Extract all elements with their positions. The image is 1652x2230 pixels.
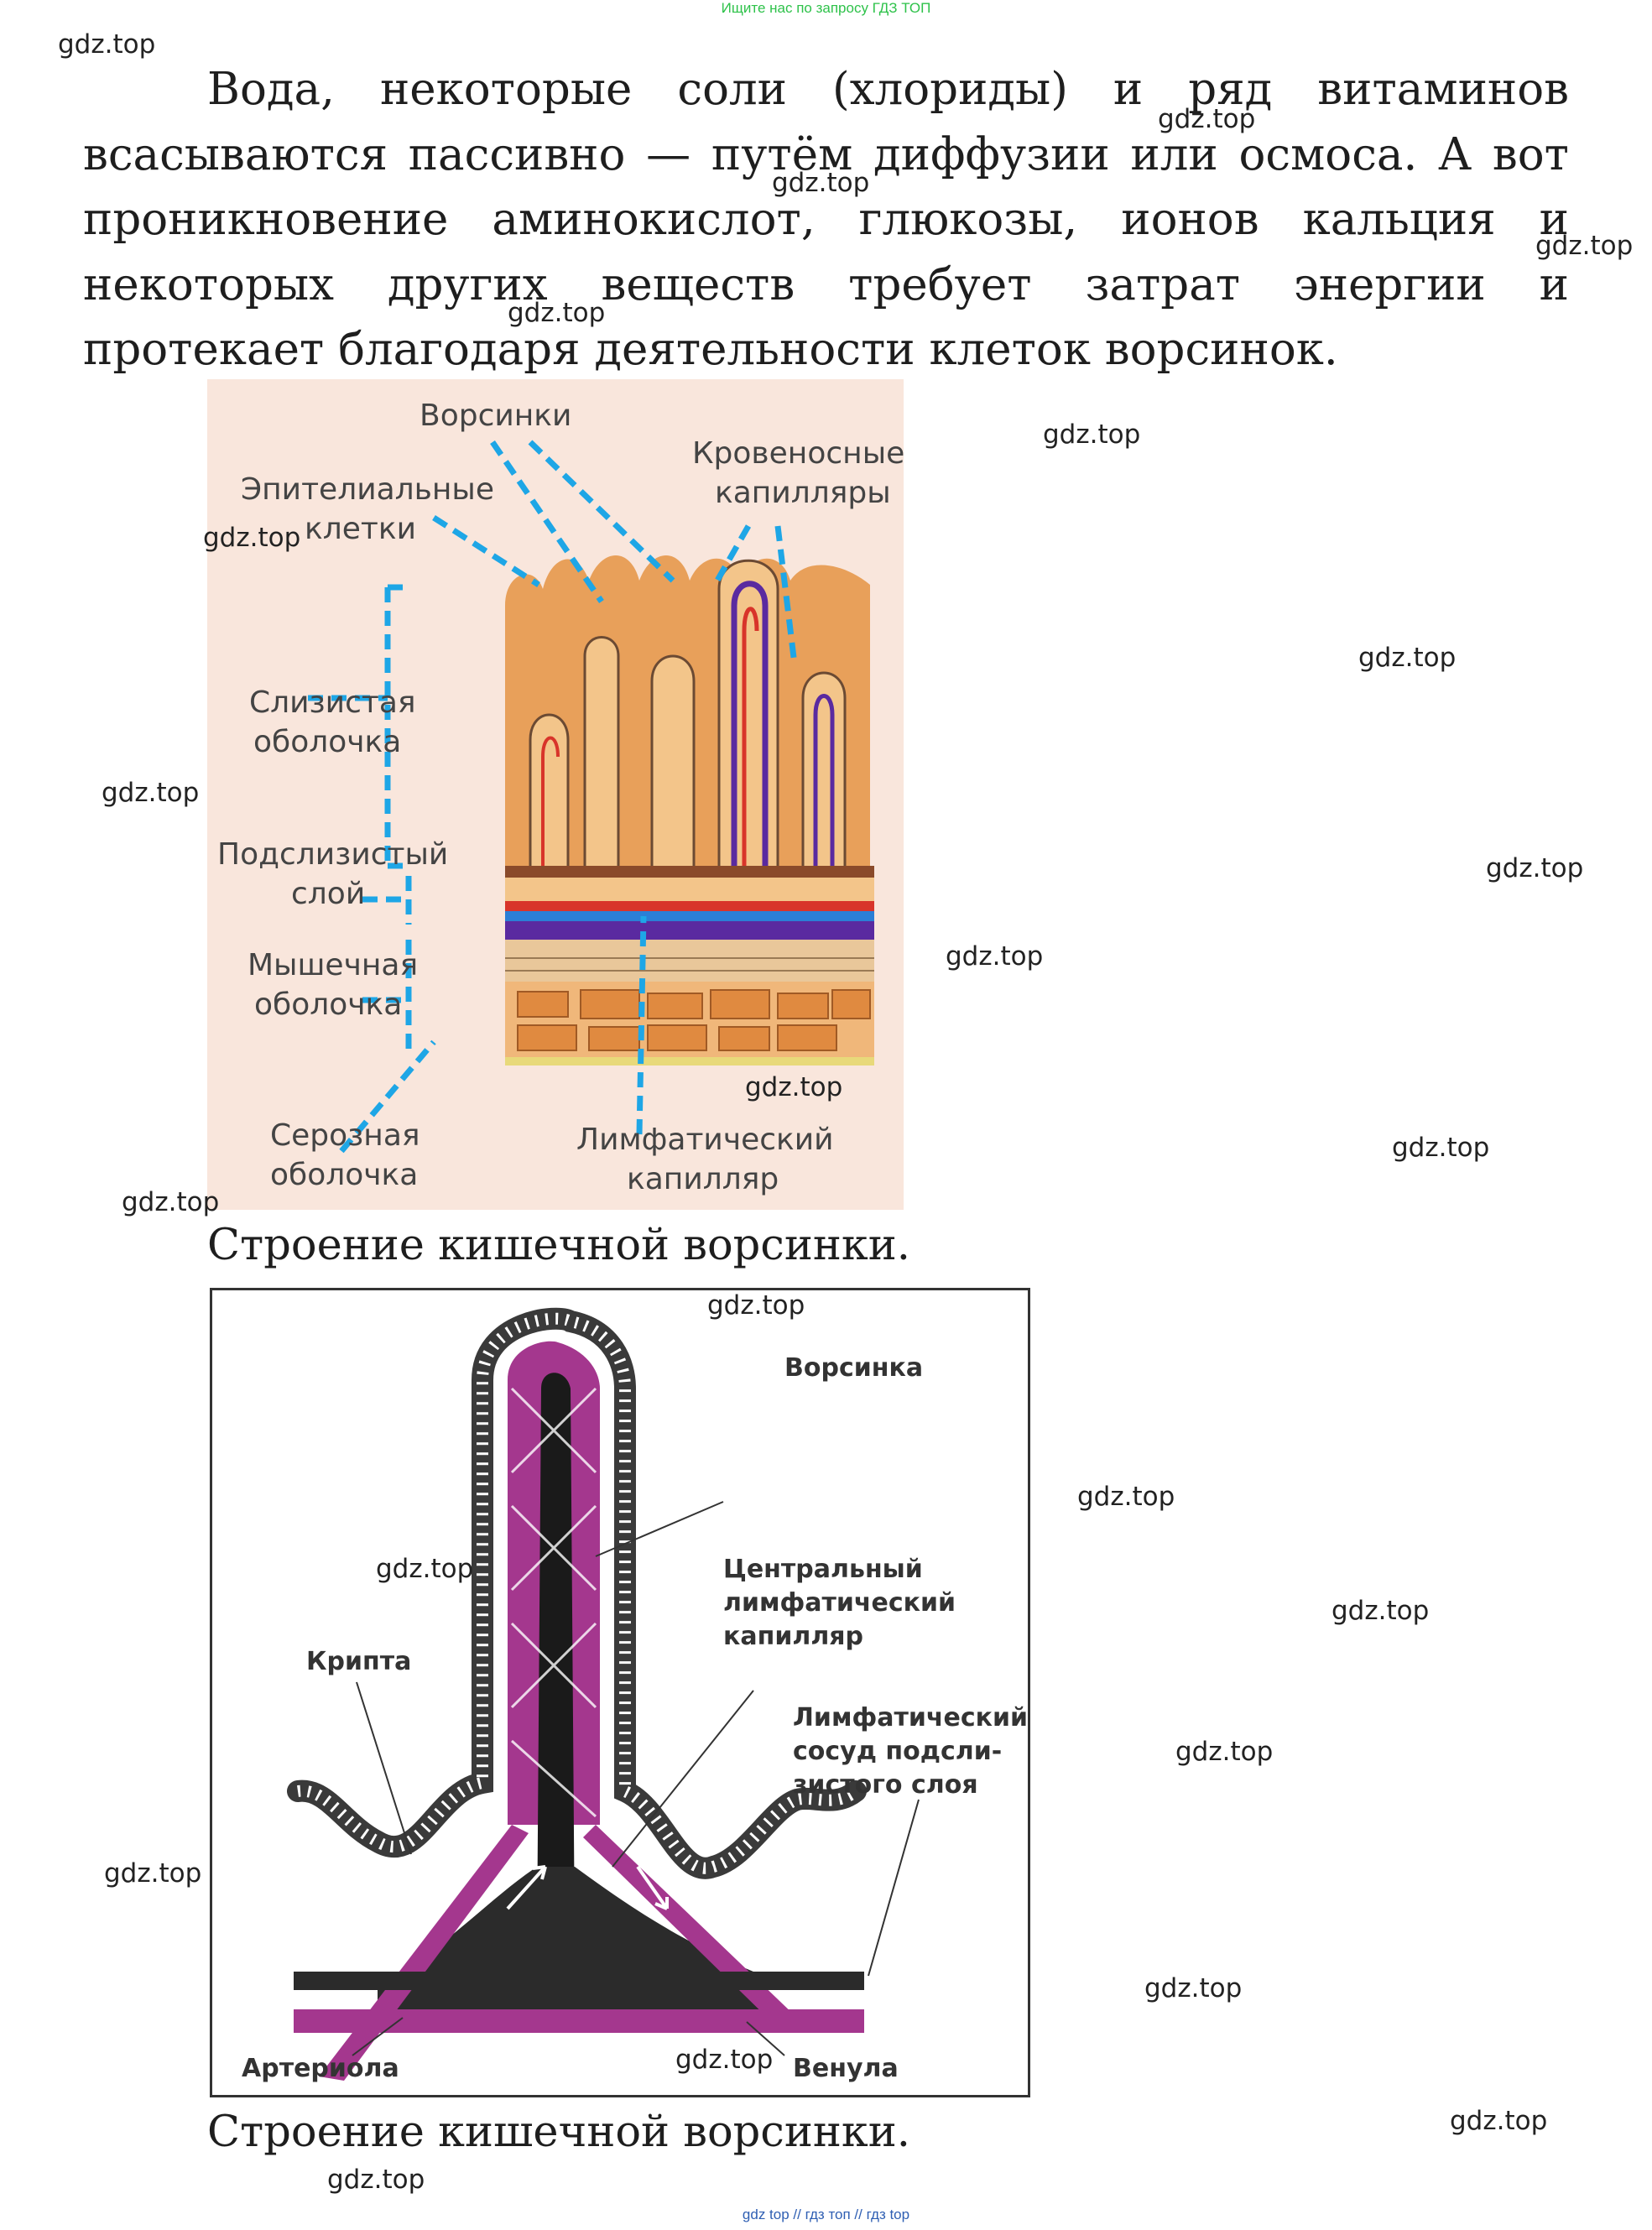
label-lymph-1: Лимфатический — [576, 1123, 834, 1157]
figure-villus-layers: Ворсинки Кровеносные капилляры Эпителиал… — [207, 379, 904, 1210]
watermark: gdz.top — [1332, 1596, 1430, 1626]
villus-layers-diagram: Ворсинки Кровеносные капилляры Эпителиал… — [207, 379, 904, 1210]
watermark: gdz.top — [675, 2045, 774, 2075]
footer-links[interactable]: gdz top // гдз топ // гдз top — [742, 2207, 910, 2222]
label-mucosa-2: оболочка — [253, 725, 401, 759]
label-capillaries-2: капилляры — [715, 476, 891, 510]
label-central-1: Центральный — [723, 1555, 923, 1584]
label-submucosa-2: слой — [291, 877, 365, 911]
watermark: gdz.top — [1535, 231, 1634, 261]
label-muscular-2: оболочка — [254, 987, 402, 1022]
label-submucosa-1: Подслизистый — [217, 837, 448, 872]
watermark: gdz.top — [104, 1858, 202, 1889]
watermark: gdz.top — [946, 941, 1044, 972]
figure1-caption: Строение кишечной ворсинки. — [207, 1221, 910, 1270]
label-epithelial-2: клетки — [305, 512, 416, 546]
label-villus: Ворсинка — [784, 1353, 923, 1383]
label-vessel-3: зистого слоя — [793, 1770, 978, 1800]
leader-lines — [308, 440, 798, 1154]
watermark: gdz.top — [102, 778, 200, 808]
watermark: gdz.top — [203, 523, 301, 553]
watermark: gdz.top — [122, 1187, 220, 1217]
figure2-caption: Строение кишечной ворсинки. — [207, 2108, 910, 2157]
label-lymph-2: капилляр — [627, 1162, 779, 1196]
watermark: gdz.top — [772, 168, 870, 198]
label-serosa-1: Серозная — [270, 1118, 420, 1153]
watermark: gdz.top — [508, 298, 606, 328]
watermark: gdz.top — [1358, 643, 1457, 673]
label-vessel-2: сосуд подсли- — [793, 1737, 1002, 1766]
watermark: gdz.top — [376, 1554, 474, 1584]
label-capillaries-1: Кровеносные — [692, 436, 904, 471]
figure-villus-vessels: Ворсинка Центральный лимфатический капил… — [210, 1288, 1032, 2097]
watermark: gdz.top — [1144, 1973, 1243, 2003]
watermark: gdz.top — [1043, 419, 1141, 450]
watermark: gdz.top — [1175, 1737, 1274, 1767]
watermark: gdz.top — [707, 1290, 805, 1321]
watermark: gdz.top — [58, 29, 156, 60]
body-paragraph: Вода, некоторые соли (хлориды) и ряд вит… — [83, 64, 1569, 375]
label-villi: Ворсинки — [420, 399, 571, 433]
label-epithelial-1: Эпителиальные — [241, 472, 494, 507]
label-central-3: капилляр — [723, 1622, 863, 1651]
tissue-block — [505, 555, 874, 1066]
label-serosa-2: оболочка — [270, 1158, 418, 1192]
label-crypt: Крипта — [306, 1647, 411, 1676]
watermark: gdz.top — [1158, 104, 1256, 134]
watermark: gdz.top — [1486, 853, 1584, 883]
label-central-2: лимфатический — [723, 1588, 956, 1618]
watermark: gdz.top — [745, 1072, 843, 1102]
watermark: gdz.top — [327, 2165, 425, 2195]
watermark: gdz.top — [1392, 1133, 1490, 1163]
top-banner[interactable]: Ищите нас по запросу ГДЗ ТОП — [721, 0, 931, 16]
villus-vessels-diagram: Ворсинка Центральный лимфатический капил… — [210, 1288, 1030, 2097]
watermark: gdz.top — [1450, 2106, 1548, 2136]
label-mucosa-1: Слизистая — [249, 685, 416, 720]
label-muscular-1: Мышечная — [248, 948, 418, 982]
label-arteriole: Артериола — [242, 2054, 399, 2083]
watermark: gdz.top — [1077, 1482, 1175, 1512]
label-vessel-1: Лимфатический — [793, 1703, 1028, 1732]
label-venule: Венула — [793, 2054, 899, 2083]
